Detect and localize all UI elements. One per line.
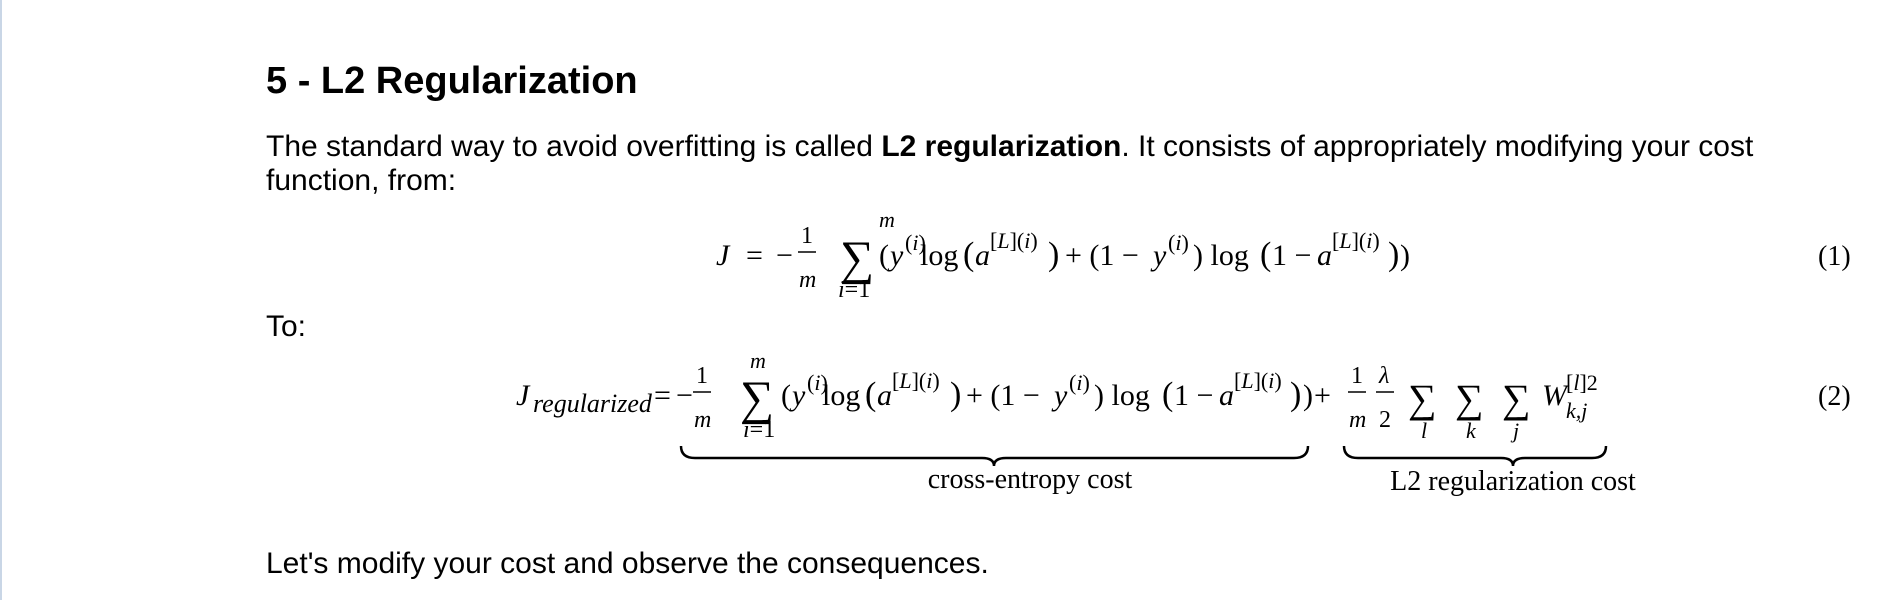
svg-text:−: − bbox=[776, 239, 793, 272]
svg-text:a: a bbox=[877, 379, 892, 412]
svg-text:m: m bbox=[750, 348, 766, 373]
svg-text:k: k bbox=[1466, 418, 1477, 443]
svg-text:): ) bbox=[1290, 376, 1301, 413]
svg-text:m: m bbox=[799, 267, 816, 293]
svg-text:1: 1 bbox=[801, 223, 813, 249]
svg-text:): ) bbox=[1400, 239, 1410, 272]
svg-text:(: ( bbox=[879, 239, 889, 272]
svg-text:(: ( bbox=[781, 379, 791, 412]
section-heading: 5 - L2 Regularization bbox=[266, 60, 638, 102]
equation-2-number: (2) bbox=[1818, 381, 1851, 412]
svg-text:m: m bbox=[1349, 407, 1366, 433]
svg-text:(i): (i) bbox=[1069, 370, 1090, 395]
svg-text:[L](i): [L](i) bbox=[892, 368, 940, 393]
svg-text:) log: ) log bbox=[1094, 379, 1150, 412]
svg-text:y: y bbox=[1051, 379, 1068, 412]
svg-text:1 −: 1 − bbox=[1174, 379, 1213, 412]
svg-text:(: ( bbox=[963, 236, 974, 273]
svg-text:): ) bbox=[1303, 379, 1313, 412]
svg-text:W: W bbox=[1542, 379, 1570, 412]
svg-text:i=1: i=1 bbox=[838, 277, 870, 303]
cell-left-border bbox=[0, 0, 2, 600]
svg-text:): ) bbox=[950, 376, 961, 413]
svg-text:regularized: regularized bbox=[533, 389, 653, 418]
svg-text:a: a bbox=[1219, 379, 1234, 412]
svg-text:m: m bbox=[879, 207, 895, 232]
svg-text:1: 1 bbox=[1351, 363, 1363, 389]
equation-1-number: (1) bbox=[1818, 241, 1851, 272]
svg-text:): ) bbox=[1388, 236, 1399, 273]
intro-text-after: . It consists of appropriately modifying… bbox=[266, 130, 1754, 197]
svg-text:−: − bbox=[676, 379, 693, 412]
l2-cost-label: L2 regularization cost bbox=[1390, 466, 1636, 497]
svg-text:k,j: k,j bbox=[1566, 398, 1587, 423]
svg-text:) log: ) log bbox=[1193, 239, 1249, 272]
svg-text:log: log bbox=[822, 379, 860, 412]
svg-text:log: log bbox=[920, 239, 958, 272]
closing-paragraph: Let's modify your cost and observe the c… bbox=[266, 547, 989, 580]
svg-text:[L](i): [L](i) bbox=[990, 228, 1038, 253]
svg-text:+ (1 −: + (1 − bbox=[1065, 239, 1139, 272]
svg-text:y: y bbox=[789, 379, 806, 412]
svg-text:[l]2: [l]2 bbox=[1566, 370, 1598, 395]
intro-paragraph: The standard way to avoid overfitting is… bbox=[266, 130, 1826, 198]
svg-text:j: j bbox=[1510, 418, 1519, 443]
svg-text:l: l bbox=[1421, 418, 1427, 443]
intro-bold-term: L2 regularization bbox=[881, 130, 1122, 163]
svg-text:+ (1 −: + (1 − bbox=[966, 379, 1040, 412]
to-label: To: bbox=[266, 310, 307, 343]
svg-text:(i): (i) bbox=[807, 370, 828, 395]
svg-text:(i): (i) bbox=[905, 230, 926, 255]
svg-text:=: = bbox=[746, 239, 763, 272]
svg-text:+: + bbox=[1314, 379, 1331, 412]
svg-text:1 −: 1 − bbox=[1272, 239, 1311, 272]
svg-text:(: ( bbox=[865, 376, 876, 413]
svg-text:2: 2 bbox=[1379, 407, 1391, 433]
svg-text:λ: λ bbox=[1378, 363, 1389, 389]
svg-text:(: ( bbox=[1260, 236, 1271, 273]
svg-text:(: ( bbox=[1162, 376, 1173, 413]
svg-text:y: y bbox=[1150, 239, 1167, 272]
svg-text:i=1: i=1 bbox=[743, 417, 775, 443]
l2-cost-underbrace bbox=[1342, 445, 1608, 467]
cross-entropy-label: cross-entropy cost bbox=[928, 464, 1133, 495]
svg-text:=: = bbox=[654, 379, 671, 412]
cross-entropy-underbrace bbox=[679, 445, 1310, 467]
svg-text:∑: ∑ bbox=[1502, 376, 1531, 421]
svg-text:a: a bbox=[1317, 239, 1332, 272]
svg-text:[L](i): [L](i) bbox=[1234, 368, 1282, 393]
svg-text:∑: ∑ bbox=[1455, 376, 1484, 421]
svg-text:[L](i): [L](i) bbox=[1332, 228, 1380, 253]
svg-text:m: m bbox=[694, 407, 711, 433]
svg-text:∑: ∑ bbox=[1408, 376, 1437, 421]
svg-text:a: a bbox=[975, 239, 990, 272]
svg-text:(i): (i) bbox=[1168, 230, 1189, 255]
svg-text:J: J bbox=[716, 239, 731, 272]
svg-text:): ) bbox=[1048, 236, 1059, 273]
svg-text:J: J bbox=[516, 379, 531, 412]
svg-text:y: y bbox=[887, 239, 904, 272]
svg-text:∑: ∑ bbox=[840, 232, 874, 285]
intro-text-before: The standard way to avoid overfitting is… bbox=[266, 130, 882, 163]
svg-text:∑: ∑ bbox=[740, 372, 774, 425]
svg-text:1: 1 bbox=[696, 363, 708, 389]
